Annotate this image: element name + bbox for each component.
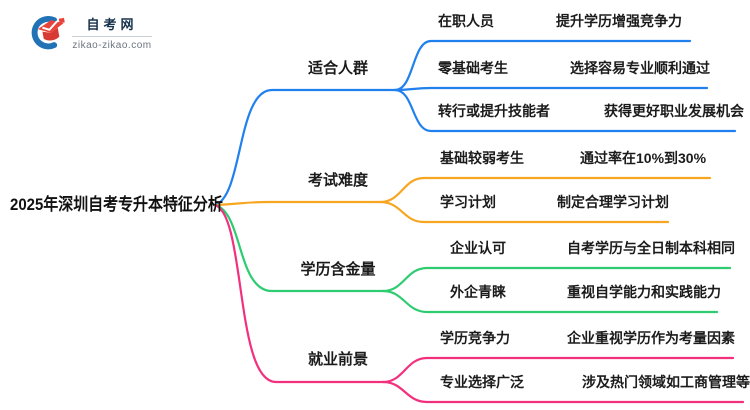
- branch4-child1-label: 学历竞争力: [440, 330, 510, 346]
- root-topic: 2025年深圳自考专升本特征分析: [10, 195, 223, 214]
- branch1-child1-line: [393, 39, 692, 92]
- branch1-child2-detail: 选择容易专业顺利通过: [570, 60, 710, 76]
- branch1-child1-label: 在职人员: [438, 13, 494, 29]
- branch3-child1-detail: 自考学历与全日制本科相同: [567, 240, 735, 256]
- branch4-lines: [213, 203, 745, 404]
- branch2-lines: [213, 176, 712, 224]
- branch2-child2-label: 学习计划: [440, 194, 496, 210]
- site-logo-text: 自考网 zikao-zikao.com: [72, 12, 152, 51]
- branch4-topic: 就业前景: [307, 351, 368, 368]
- branch3-child2-detail: 重视自学能力和实践能力: [567, 284, 721, 300]
- branch2-child1-label: 基础较弱考生: [440, 150, 524, 166]
- branch3-child2-label: 外企青睐: [450, 284, 506, 300]
- branch2-child1-line: [378, 176, 712, 204]
- branch1-child3-line: [393, 88, 737, 133]
- site-domain: zikao-zikao.com: [72, 40, 152, 51]
- branch2-child2-detail: 制定合理学习计划: [557, 194, 669, 210]
- site-name: 自考网: [86, 17, 138, 32]
- branch1-child2-line: [393, 86, 709, 92]
- branch2-child2-line: [378, 200, 670, 224]
- branch3-trunk-line: [213, 203, 385, 293]
- branch1-child3-detail: 获得更好职业发展机会: [604, 103, 744, 119]
- branch4-child1-line: [381, 356, 735, 384]
- branch2-topic: 考试难度: [307, 172, 368, 189]
- branch4-child2-line: [381, 380, 745, 404]
- branch4-trunk-line: [213, 203, 385, 384]
- branch4-child2-detail: 涉及热门领域如工商管理等: [582, 374, 750, 390]
- branch4-child2-label: 专业选择广泛: [440, 374, 524, 390]
- branch2-trunk-line: [213, 200, 382, 207]
- graduation-cap-icon: [31, 15, 65, 50]
- branch3-child2-line: [381, 289, 719, 314]
- branch1-lines: [213, 39, 737, 207]
- branch2-child1-detail: 通过率在10%到30%: [580, 150, 707, 166]
- branch3-child1-label: 企业认可: [450, 240, 506, 256]
- branch3-topic: 学历含金量: [300, 261, 376, 278]
- branch3-lines: [213, 203, 732, 314]
- branch1-child3-label: 转行或提升技能者: [438, 103, 550, 119]
- branch1-topic: 适合人群: [307, 60, 368, 77]
- site-logo: 自考网 zikao-zikao.com: [28, 12, 152, 52]
- branch4-child1-detail: 企业重视学历作为考量因素: [567, 330, 735, 346]
- branch1-trunk-line: [213, 88, 397, 207]
- branch1-child2-label: 零基础考生: [438, 60, 508, 76]
- branch1-child1-detail: 提升学历增强竞争力: [556, 13, 682, 29]
- logo-divider: [72, 36, 152, 37]
- branch3-child1-line: [381, 266, 732, 293]
